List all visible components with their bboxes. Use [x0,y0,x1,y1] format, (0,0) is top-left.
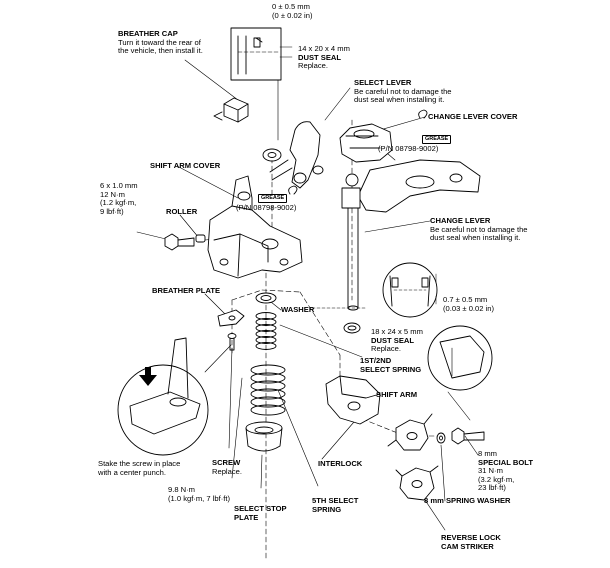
select-lever-callout: SELECT LEVER Be careful not to damage th… [354,78,452,105]
roller-part [195,234,206,243]
screw-label: SCREW [212,458,241,467]
select-spring-5th-line1: 5TH SELECT [312,496,359,505]
bottom-seal-ring [343,322,361,334]
shift-arm-part [387,413,433,451]
stake-detail-circle [117,337,232,456]
breather-plate-part [217,309,245,327]
reverse-lock-line1: REVERSE LOCK [441,533,501,542]
top-seal-ring [262,148,282,162]
change-lever-cover-label: CHANGE LEVER COVER [428,112,518,121]
down-arrow-icon [139,367,157,386]
screw-torque-callout: 9.8 N·m (1.0 kgf·m, 7 lbf·ft) [168,485,231,503]
shift-arm-cover-label: SHIFT ARM COVER [150,161,221,170]
dust-seal-top-size: 14 x 20 x 4 mm [298,44,350,53]
select-spring-5th-callout: 5TH SELECT SPRING [312,496,359,514]
grease-blob-right [418,109,428,119]
breather-cap-label: BREATHER CAP [118,29,178,38]
stake-note: Stake the screw in place with a center p… [98,459,181,477]
shift-arm-label: SHIFT ARM [376,390,418,399]
special-bolt-part [451,427,485,445]
screw-torque-value: 9.8 N·m [168,485,196,494]
change-lever-note-1: Be careful not to damage the [430,224,528,234]
screw-callout: SCREW Replace. [212,458,242,476]
spring-washer-label: 8 mm SPRING WASHER [424,496,511,505]
select-stop-plate-line2: PLATE [234,512,259,522]
washer-part [255,292,277,304]
top-dust-seal-detail [230,27,293,81]
bolt-6mm-part [164,233,195,251]
dust-seal-bottom-size: 18 x 24 x 5 mm [371,327,423,336]
bolt-6mm-callout: 6 x 1.0 mm 12 N·m (1.2 kgf·m, 9 lbf·ft) [100,181,138,216]
bolt-6mm-torque: 12 N·m [100,189,125,199]
bottom-dust-seal-detail [382,262,438,318]
change-lever-note-2: dust seal when installing it. [430,233,521,243]
select-lever-note-1: Be careful not to damage the [354,86,452,96]
bottom-clearance-inch: (0.03 ± 0.02 in) [443,303,495,313]
select-stop-plate-callout: SELECT STOP PLATE [234,504,287,522]
special-bolt-size: 8 mm [478,449,497,458]
select-spring-1st2nd-line2: SELECT SPRING [360,364,422,374]
special-bolt-kgf: (3.2 kgf·m, [478,474,515,484]
change-lever-callout: CHANGE LEVER Be careful not to damage th… [430,216,528,243]
screw-part [227,333,237,351]
reverse-lock-part [395,465,439,501]
bolt-6mm-kgf: (1.2 kgf·m, [100,198,137,208]
grease-pn-left: (P/N 08798-9002) [236,203,297,212]
top-clearance-value: 0 ± 0.5 mm [272,2,310,11]
shift-arm-cover-part [207,175,303,279]
breather-cap-part [213,97,249,123]
bolt-6mm-lbf: 9 lbf·ft) [100,206,124,216]
dust-seal-top-label: DUST SEAL [298,52,342,62]
special-bolt-label: SPECIAL BOLT [478,457,533,467]
screw-note: Replace. [212,466,242,476]
shift-arm-detail-circle [427,325,493,421]
interlock-part [325,375,381,425]
dust-seal-top-note: Replace. [298,61,328,71]
spring-washer-part [436,432,446,444]
select-spring-5th-line2: SPRING [312,504,342,514]
change-lever-label: CHANGE LEVER [430,216,491,225]
breather-cap-note-1: Turn it toward the rear of [118,37,201,47]
bottom-clearance-value: 0.7 ± 0.5 mm [443,295,488,304]
breather-cap-note-2: the vehicle, then install it. [118,46,203,56]
select-stop-plate-part [245,421,283,452]
breather-plate-label: BREATHER PLATE [152,286,221,295]
grease-pn-right: (P/N 08798-9002) [378,144,439,153]
bolt-6mm-size: 6 x 1.0 mm [100,181,138,190]
washer-label: WASHER [281,305,315,314]
select-spring-1st2nd-line1: 1ST/2ND [360,356,392,365]
reverse-lock-callout: REVERSE LOCK CAM STRIKER [441,533,501,551]
select-spring-1st2nd-part [255,312,277,350]
grease-blob-left [288,185,298,195]
top-clearance-callout: 0 ± 0.5 mm (0 ± 0.02 in) [272,2,313,20]
select-lever-part [269,121,324,189]
select-spring-5th-part [250,364,286,416]
select-stop-plate-line1: SELECT STOP [234,504,287,513]
grease-tag-right: GREASE [422,135,452,144]
change-lever-part [341,159,481,311]
special-bolt-callout: 8 mm SPECIAL BOLT 31 N·m (3.2 kgf·m, 23 … [478,449,533,493]
dust-seal-top-callout: 14 x 20 x 4 mm DUST SEAL Replace. [298,44,350,71]
stake-note-line1: Stake the screw in place [98,459,181,468]
grease-tag-left: GREASE [258,194,288,203]
select-lever-note-2: dust seal when installing it. [354,95,445,105]
interlock-label: INTERLOCK [318,459,363,468]
breather-cap-callout: BREATHER CAP Turn it toward the rear of … [118,29,203,56]
special-bolt-torque: 31 N·m [478,466,503,476]
roller-label: ROLLER [166,207,198,216]
top-clearance-inch: (0 ± 0.02 in) [272,10,313,20]
bottom-clearance-callout: 0.7 ± 0.5 mm (0.03 ± 0.02 in) [443,295,495,313]
dust-seal-bottom-label: DUST SEAL [371,335,415,345]
dust-seal-bottom-callout: 18 x 24 x 5 mm DUST SEAL Replace. [371,327,423,354]
change-lever-cover-part [339,123,393,163]
select-spring-1st2nd-callout: 1ST/2ND SELECT SPRING [360,356,422,374]
stake-note-line2: with a center punch. [98,467,166,477]
screw-torque-kgf: (1.0 kgf·m, 7 lbf·ft) [168,493,231,503]
select-lever-label: SELECT LEVER [354,78,412,87]
special-bolt-lbf: 23 lbf·ft) [478,483,506,493]
dust-seal-bottom-note: Replace. [371,344,401,354]
reverse-lock-line2: CAM STRIKER [441,541,494,551]
